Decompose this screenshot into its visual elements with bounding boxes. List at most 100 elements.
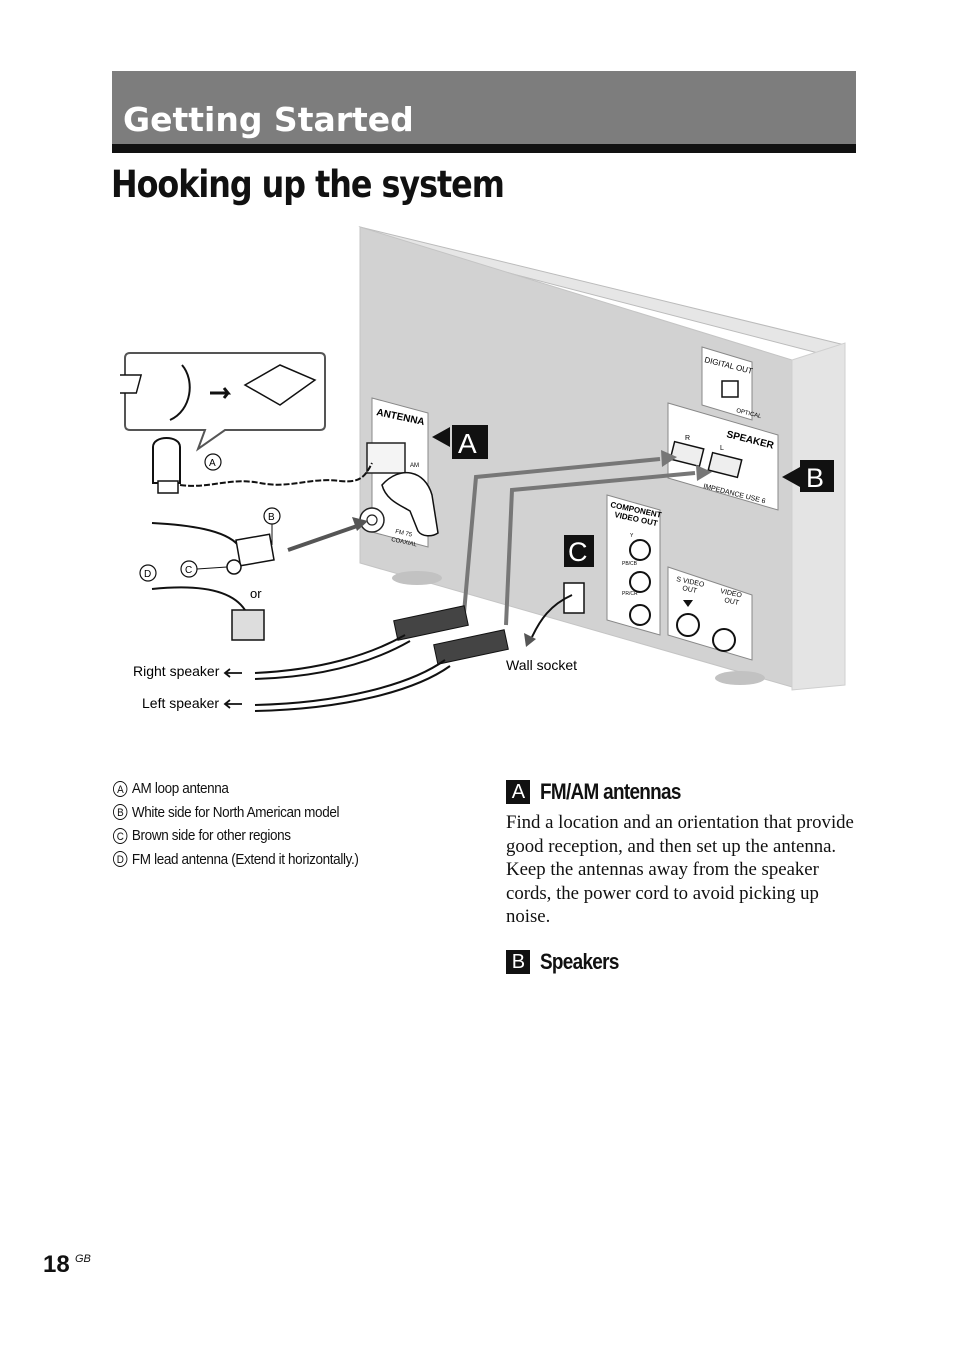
section-title: Getting Started xyxy=(123,100,414,139)
am-terminal xyxy=(366,442,406,474)
fm-plug-tip xyxy=(226,559,242,575)
jack-pb xyxy=(629,571,651,593)
power-cord xyxy=(531,594,573,638)
legend-item: D FM lead antenna (Extend it horizontall… xyxy=(113,848,437,872)
speaker-cord-lead-right xyxy=(462,457,661,614)
am-label: AM xyxy=(410,463,419,469)
speaker-l-label: L xyxy=(720,445,724,452)
s-video-label-2: OUT xyxy=(682,585,699,595)
inset-antenna-folded xyxy=(243,364,317,406)
instructions-column: A FM/AM antennas Find a location and an … xyxy=(506,777,856,977)
marker-a-text: A xyxy=(209,458,216,469)
legend-marker: C xyxy=(113,827,128,844)
optical-port xyxy=(721,380,739,398)
hookup-diagram: ANTENNA AM FM 75 COAXIAL A A B C D or DI… xyxy=(120,226,846,712)
jack-y xyxy=(629,539,651,561)
antennas-heading-text: FM/AM antennas xyxy=(540,779,681,804)
power-inlet xyxy=(563,582,585,614)
power-cord-arrowhead xyxy=(524,633,536,647)
jack-pr xyxy=(629,604,651,626)
speaker-wire-right xyxy=(254,634,406,674)
legend-text: AM loop antenna xyxy=(131,780,229,798)
component-video-panel xyxy=(606,494,661,636)
or-label: or xyxy=(250,586,262,601)
callout-a-box xyxy=(452,425,488,459)
pr-label: PR/CR xyxy=(622,591,638,597)
legend-item: A AM loop antenna xyxy=(113,777,437,801)
speaker-plug-right xyxy=(393,605,469,641)
speakers-heading: B Speakers xyxy=(506,947,856,977)
speakers-heading-text: Speakers xyxy=(540,948,619,974)
fm-connector-core xyxy=(366,514,378,526)
pb-label: PB/CB xyxy=(622,561,638,567)
video-out-label-1: VIDEO xyxy=(720,588,743,599)
unit-side xyxy=(791,342,846,691)
jack-s-video xyxy=(676,613,700,637)
fm-lead-wire-bottom xyxy=(151,586,246,611)
marker-b-text: B xyxy=(268,512,275,523)
callout-b-arrow xyxy=(782,467,800,487)
wall-socket-label: Wall socket xyxy=(506,657,577,673)
speaker-cord-lead-left xyxy=(504,471,696,626)
jack-video xyxy=(712,628,736,652)
right-speaker-arrow xyxy=(223,668,242,678)
callout-b-label: B xyxy=(806,463,824,493)
antennas-paragraph-2: Keep the antennas away from the speaker … xyxy=(506,859,819,928)
speaker-terminal-r xyxy=(669,440,705,468)
callout-a-arrow xyxy=(432,427,450,447)
inset-bubble xyxy=(124,352,326,452)
page-number-suffix: GB xyxy=(75,1253,91,1265)
right-speaker-label: Right speaker xyxy=(133,663,220,679)
speaker-r-label: R xyxy=(685,435,690,442)
legend-marker: B xyxy=(113,804,128,821)
speaker-plug-left xyxy=(433,629,509,665)
legend-list: A AM loop antenna B White side for North… xyxy=(113,777,473,871)
speaker-wire-left xyxy=(254,659,446,706)
am-twisted-cable xyxy=(179,462,373,487)
section-band xyxy=(112,71,856,144)
page-title: Hooking up the system xyxy=(111,163,505,206)
legend-item: B White side for North American model xyxy=(113,801,437,825)
speaker-cord-arrow-left xyxy=(696,465,712,481)
speaker-wire-right-2 xyxy=(254,640,411,680)
fm-connect-arrow xyxy=(287,523,361,552)
am-loop-stand xyxy=(157,480,179,494)
legend-text: White side for North American model xyxy=(131,803,340,821)
left-speaker-arrow xyxy=(223,699,242,709)
fm-marker-c-line xyxy=(196,566,228,570)
callout-c-label: C xyxy=(568,537,588,567)
legend-item: C Brown side for other regions xyxy=(113,824,437,848)
speaker-wire-left-2 xyxy=(254,665,451,712)
fm-plug-brown xyxy=(231,609,265,641)
fm-plug-white xyxy=(235,533,275,567)
hand-shape xyxy=(381,471,439,537)
fm-connect-arrowhead xyxy=(352,517,368,531)
legend-marker: D xyxy=(113,851,128,868)
callout-b-box xyxy=(800,460,834,492)
speaker-terminal-l xyxy=(707,451,743,479)
video-out-label-2: OUT xyxy=(724,597,741,607)
callout-c-box xyxy=(564,535,594,567)
inset-arrow-right xyxy=(210,387,232,399)
fm-label: FM 75 xyxy=(395,529,414,539)
unit-foot-left xyxy=(392,571,442,585)
am-loop-antenna xyxy=(152,437,181,484)
left-speaker-label: Left speaker xyxy=(142,695,219,711)
legend-text: Brown side for other regions xyxy=(131,827,291,845)
inset-antenna-stand xyxy=(120,374,143,394)
speakers-heading-box: B xyxy=(506,949,530,974)
legend-text: FM lead antenna (Extend it horizontally.… xyxy=(131,850,359,868)
antennas-paragraph-1: Find a location and an orientation that … xyxy=(506,812,854,857)
page-number: 18 xyxy=(43,1251,70,1278)
inset-rotate-arrow xyxy=(169,364,191,421)
marker-a-circle xyxy=(204,453,222,471)
marker-d-text: D xyxy=(144,569,151,580)
legend-marker: A xyxy=(113,780,128,797)
fm-lead-wire-top xyxy=(151,522,239,546)
speaker-cord-arrow-right xyxy=(661,450,677,467)
section-band-rule xyxy=(112,144,856,153)
y-label: Y xyxy=(630,533,634,539)
marker-d-circle xyxy=(139,564,157,582)
antennas-heading: A FM/AM antennas xyxy=(506,777,856,807)
antennas-heading-box: A xyxy=(506,780,530,804)
